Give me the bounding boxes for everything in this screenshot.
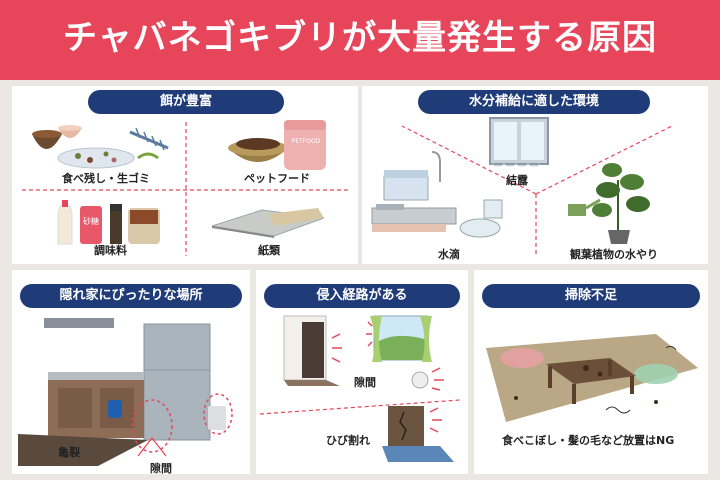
toilet-illustration	[459, 199, 503, 238]
water-card: 水分補給に適した環境 結露 水滴	[362, 86, 708, 264]
hiding-item-crack: 亀裂	[58, 446, 80, 459]
food-item-paper: 紙類	[258, 244, 280, 257]
hiding-card: 隠れ家にぴったりな場所 亀裂 隙間	[12, 270, 250, 475]
entry-divider	[259, 399, 461, 415]
hiding-heading: 隠れ家にぴったりな場所	[20, 284, 242, 308]
food-item-leftovers: 食べ残し・生ゴミ	[62, 172, 150, 185]
water-heading: 水分補給に適した環境	[418, 90, 650, 114]
cleaning-item-note: 食べこぼし・髪の毛など放置はNG	[502, 434, 675, 447]
page-title: チャバネゴキブリが大量発生する原因	[63, 18, 657, 58]
curtain-window-illustration	[366, 315, 432, 362]
cleaning-heading: 掃除不足	[482, 284, 700, 308]
door-illustration	[283, 315, 342, 386]
paper-illustration	[211, 208, 325, 238]
cracked-wall-illustration	[382, 406, 454, 462]
water-item-plants: 観葉植物の水やり	[570, 248, 658, 261]
entry-item-gap: 隙間	[354, 376, 376, 389]
cleaning-card: 掃除不足 食べこぼし・髪の毛など放置はNG	[474, 270, 708, 474]
plant-illustration	[568, 163, 650, 244]
pet-food-package-text: PETFOOD	[291, 138, 321, 145]
gap-hole-illustration	[411, 367, 444, 391]
pet-food-illustration	[228, 120, 326, 170]
leftovers-illustration	[32, 125, 169, 169]
food-dividers	[22, 122, 348, 256]
food-item-seasoning: 調味料	[94, 244, 127, 257]
bath-sink-illustration	[371, 151, 457, 232]
kitchen-illustration	[18, 318, 233, 466]
title-banner: チャバネゴキブリが大量発生する原因	[0, 0, 720, 80]
seasoning-illustration	[57, 200, 160, 245]
entry-heading: 侵入経路がある	[264, 284, 460, 308]
window-illustration	[489, 117, 549, 167]
entry-item-crack: ひび割れ	[326, 434, 370, 447]
water-dividers	[401, 125, 673, 256]
hiding-item-gap: 隙間	[150, 462, 172, 475]
entry-card: 侵入経路がある 隙間	[256, 270, 468, 474]
water-item-drops: 水滴	[438, 248, 460, 261]
water-item-condensation: 結露	[506, 174, 528, 187]
food-card: 餌が豊富 食べ残し・生ゴミ	[12, 86, 358, 264]
sugar-bottle-text: 砂糖	[83, 217, 99, 226]
food-heading: 餌が豊富	[88, 90, 284, 114]
food-item-pet-food: ペットフード	[244, 172, 310, 185]
dirty-floor-illustration	[486, 334, 698, 422]
